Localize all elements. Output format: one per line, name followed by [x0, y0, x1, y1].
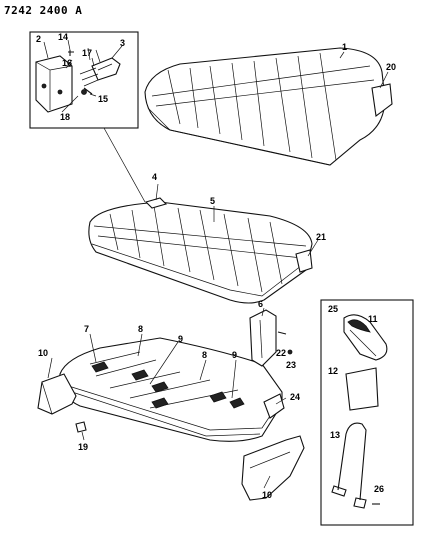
- callout-14: 14: [58, 32, 68, 42]
- left-side-shield: [37, 373, 77, 415]
- callout-6: 6: [258, 299, 263, 309]
- callout-2: 2: [36, 34, 41, 44]
- callout-10a: 10: [38, 348, 48, 358]
- lower-side-shield: [241, 435, 305, 501]
- callout-15: 15: [98, 94, 108, 104]
- inset-latch-detail: [29, 31, 139, 129]
- seat-frame: [59, 337, 285, 442]
- callout-1: 1: [342, 42, 347, 52]
- callout-9b: 9: [232, 350, 237, 360]
- document-id: 7242 2400 A: [4, 4, 83, 17]
- callout-21: 21: [316, 232, 326, 242]
- callout-22: 22: [276, 348, 286, 358]
- callout-9a: 9: [178, 334, 183, 344]
- callout-11: 11: [368, 314, 378, 324]
- callout-4: 4: [152, 172, 157, 182]
- callout-10b: 10: [262, 490, 272, 500]
- callout-18: 18: [60, 112, 70, 122]
- callout-8a: 8: [138, 324, 143, 334]
- callout-25: 25: [328, 304, 338, 314]
- callout-16: 16: [62, 58, 72, 68]
- callout-19: 19: [78, 442, 88, 452]
- callout-20: 20: [386, 62, 396, 72]
- inset-armrest-detail: [320, 299, 414, 526]
- callout-24: 24: [290, 392, 300, 402]
- callout-7: 7: [84, 324, 89, 334]
- inset-leader-line: [103, 127, 146, 203]
- nut-23: [287, 349, 293, 355]
- callout-13: 13: [330, 430, 340, 440]
- callout-3: 3: [120, 38, 125, 48]
- seat-back-cushion: [144, 47, 393, 166]
- callout-23: 23: [286, 360, 296, 370]
- callout-5: 5: [210, 196, 215, 206]
- clip-19: [75, 421, 87, 433]
- callout-labels: 1 2 3 4 5 6 7 8 8 9 9 10 10 11 12 13 14 …: [36, 32, 396, 500]
- callout-26: 26: [374, 484, 384, 494]
- leader-lines: [43, 39, 389, 489]
- callout-12: 12: [328, 366, 338, 376]
- callout-17: 17: [82, 48, 92, 58]
- screw-22: [277, 331, 287, 335]
- callout-8b: 8: [202, 350, 207, 360]
- side-trim-6: [249, 309, 277, 367]
- seat-cushion: [88, 197, 313, 304]
